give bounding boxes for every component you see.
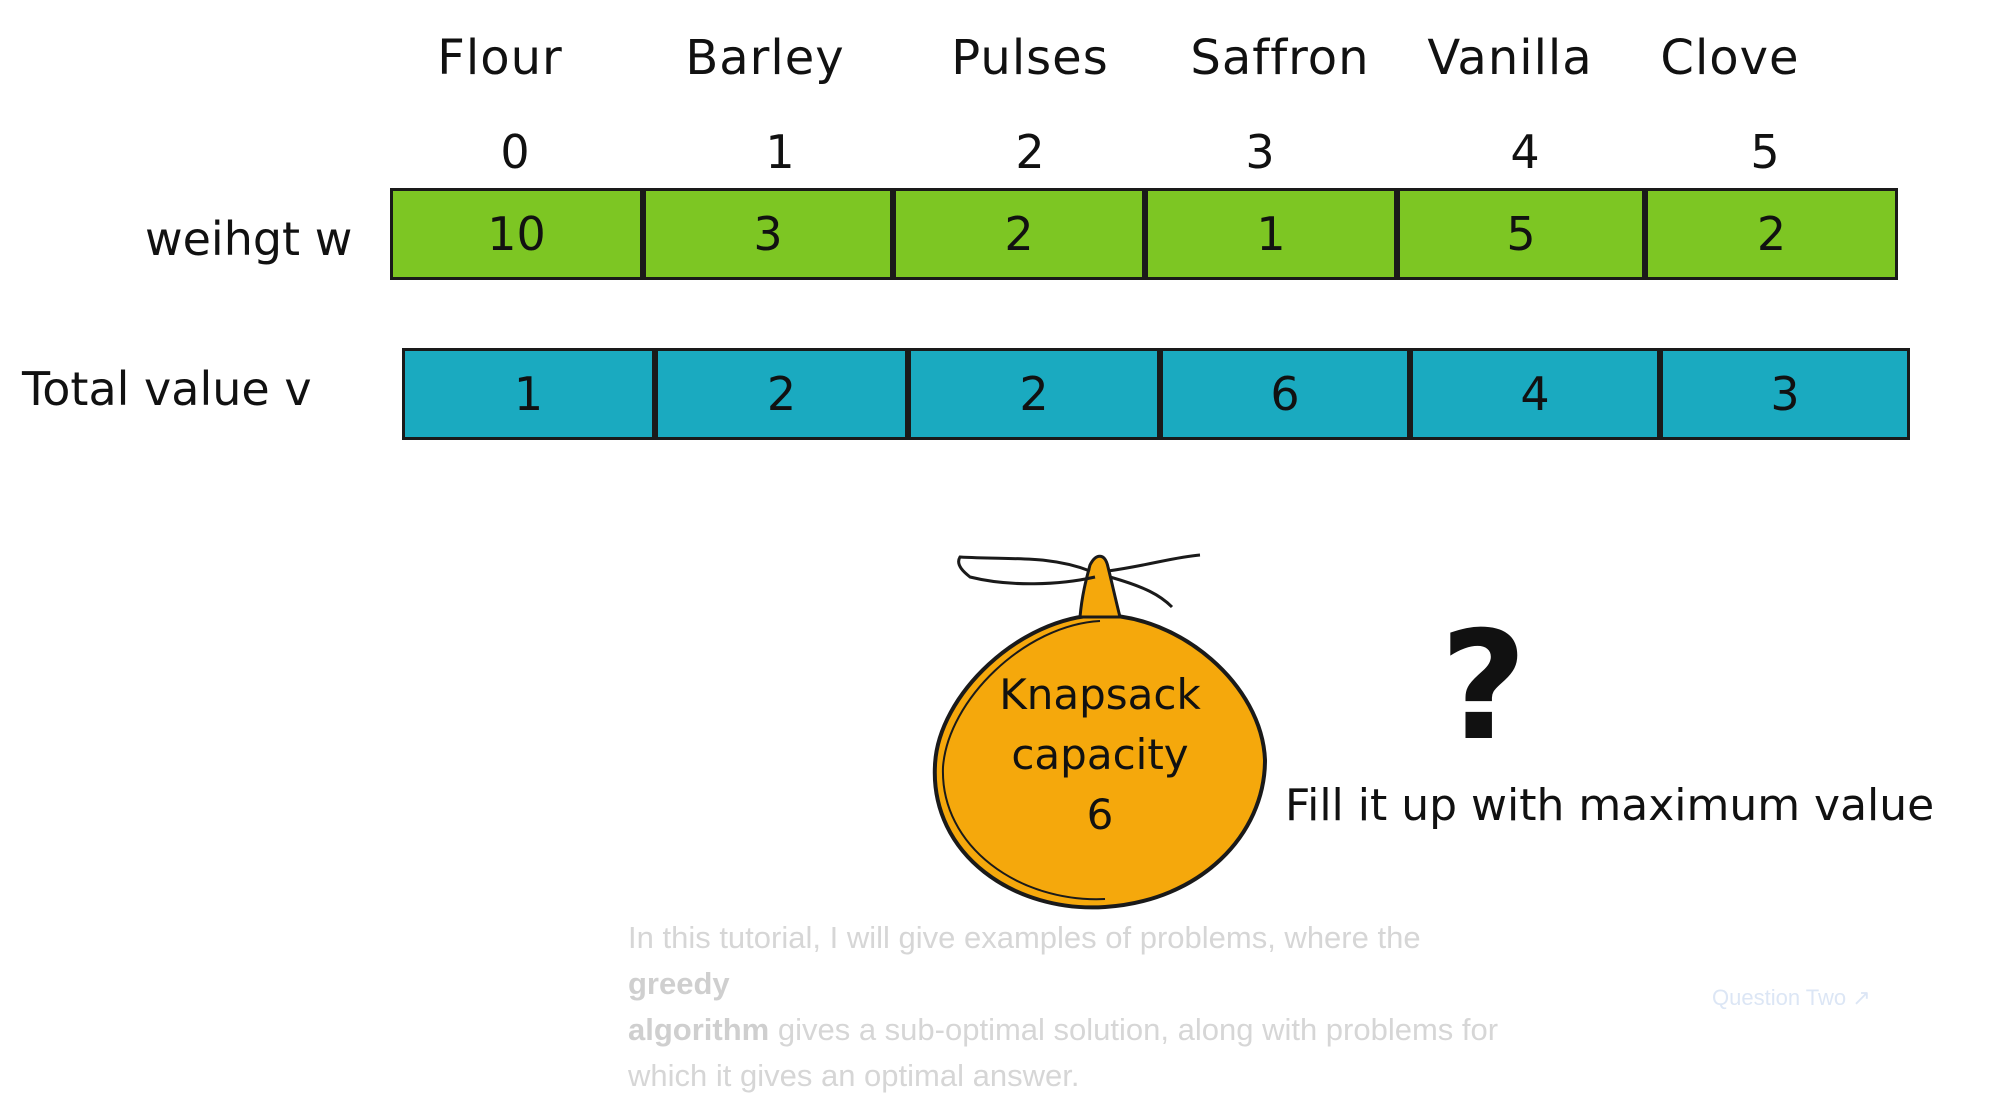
item-name-flour: Flour xyxy=(437,30,563,86)
weight-row-label: weihgt w xyxy=(145,212,353,266)
weight-cell: 3 xyxy=(643,188,893,280)
weight-cell: 5 xyxy=(1397,188,1645,280)
item-index-5: 5 xyxy=(1750,125,1780,179)
item-name-clove: Clove xyxy=(1660,30,1800,86)
item-name-saffron: Saffron xyxy=(1190,30,1370,86)
background-article-line1-prefix: In this tutorial, I will give examples o… xyxy=(628,920,1421,955)
value-cell: 1 xyxy=(402,348,655,440)
background-article-text: In this tutorial, I will give examples o… xyxy=(628,915,1528,1099)
value-cell: 4 xyxy=(1410,348,1660,440)
value-row-label: Total value v xyxy=(22,362,312,416)
value-cell: 2 xyxy=(655,348,908,440)
item-index-0: 0 xyxy=(500,125,530,179)
question-two-link-label: Question Two xyxy=(1712,985,1847,1010)
knapsack-label-line2: capacity xyxy=(1011,730,1189,779)
question-two-link[interactable]: Question Two ↗ xyxy=(1712,985,1871,1011)
item-index-1: 1 xyxy=(765,125,795,179)
weight-cell: 2 xyxy=(1645,188,1898,280)
external-link-icon: ↗ xyxy=(1852,985,1871,1010)
background-article-line2-rest: gives a sub-optimal solution, along with… xyxy=(769,1012,1499,1047)
background-article-bold-greedy: greedy xyxy=(628,966,730,1001)
value-cell: 2 xyxy=(908,348,1160,440)
item-name-vanilla: Vanilla xyxy=(1427,30,1593,86)
question-mark: ? xyxy=(1440,600,1528,774)
knapsack-bag-icon xyxy=(932,553,1268,910)
background-article-line3: which it gives an optimal answer. xyxy=(628,1058,1080,1093)
item-index-2: 2 xyxy=(1015,125,1045,179)
fill-caption: Fill it up with maximum value xyxy=(1285,780,1935,831)
weight-cell: 2 xyxy=(893,188,1145,280)
weight-cell: 10 xyxy=(390,188,643,280)
knapsack-label: Knapsack capacity 6 xyxy=(945,665,1255,845)
background-article-line2: algorithm gives a sub-optimal solution, … xyxy=(628,1007,1528,1053)
weight-cell: 1 xyxy=(1145,188,1397,280)
item-index-3: 3 xyxy=(1245,125,1275,179)
knapsack-capacity-value: 6 xyxy=(1086,790,1114,839)
item-name-barley: Barley xyxy=(685,30,845,86)
background-article-bold-algorithm: algorithm xyxy=(628,1012,770,1047)
value-cell: 6 xyxy=(1160,348,1410,440)
background-article-line1: In this tutorial, I will give examples o… xyxy=(628,915,1528,1007)
item-name-pulses: Pulses xyxy=(951,30,1109,86)
knapsack-label-line1: Knapsack xyxy=(999,670,1201,719)
item-index-4: 4 xyxy=(1510,125,1540,179)
value-cell: 3 xyxy=(1660,348,1910,440)
